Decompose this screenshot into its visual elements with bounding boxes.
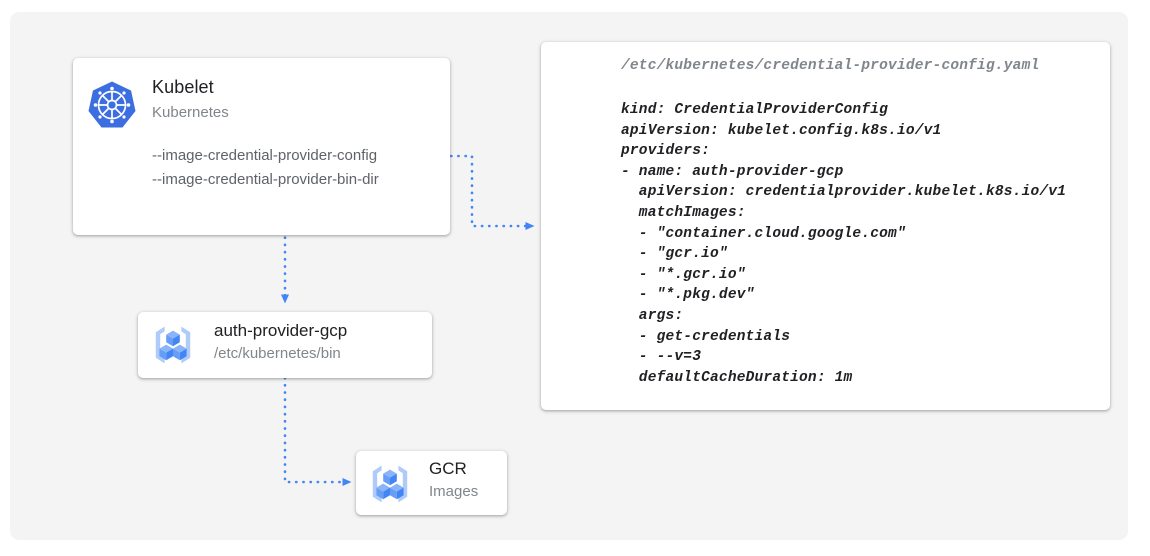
kubernetes-logo-icon (88, 81, 136, 128)
gcr-title: GCR (429, 459, 467, 478)
yaml-content: kind: CredentialProviderConfig apiVersio… (621, 102, 1067, 386)
kubelet-flag-image-credential-provider-bin-dir: --image-credential-provider-bin-dir (152, 171, 379, 188)
kubelet-subtitle: Kubernetes (152, 104, 229, 121)
auth-provider-gcp-card[interactable]: auth-provider-gcp /etc/kubernetes/bin (138, 312, 432, 378)
gcp-container-registry-icon (372, 465, 408, 503)
gcr-subtitle: Images (429, 483, 479, 500)
kubelet-flag-image-credential-provider-config: --image-credential-provider-config (152, 147, 378, 164)
auth-provider-subtitle: /etc/kubernetes/bin (214, 345, 341, 362)
kubelet-card[interactable]: Kubelet Kubernetes --image-credential-pr… (73, 58, 450, 235)
cube-top (166, 330, 180, 347)
yaml-filename-label: /etc/kubernetes/credential-provider-conf… (621, 58, 1040, 74)
kubelet-title: Kubelet (152, 77, 214, 97)
gcr-card[interactable]: GCR Images (356, 451, 507, 515)
auth-provider-title: auth-provider-gcp (214, 321, 348, 340)
credential-provider-config-card[interactable]: /etc/kubernetes/credential-provider-conf… (541, 42, 1110, 410)
gcp-container-registry-icon (155, 326, 191, 364)
cube-top (383, 469, 397, 486)
